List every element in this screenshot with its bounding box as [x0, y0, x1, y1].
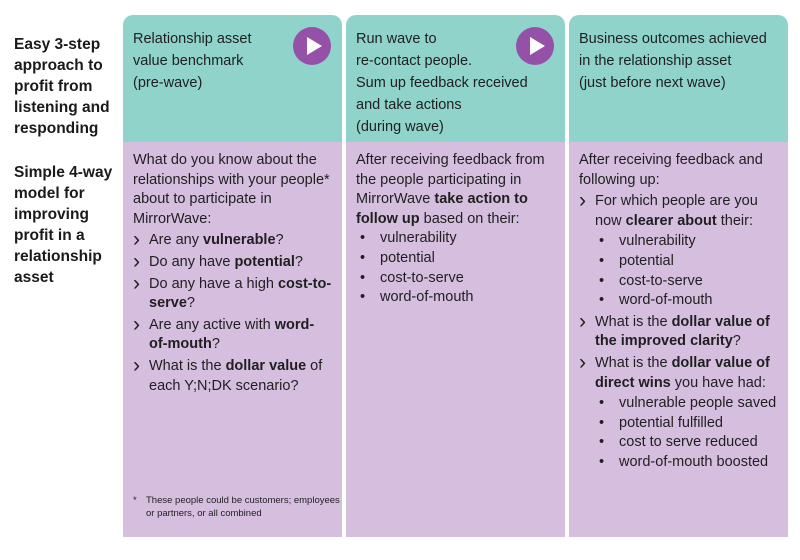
step-column-outcomes: Business outcomes achieved in the relati… [569, 15, 788, 537]
list-item: What is the dollar value of direct wins … [579, 351, 778, 473]
list-item: potential fulfilled [595, 414, 778, 434]
list-item: vulnerable people saved [595, 394, 778, 414]
footnote-text: These people could be customers; employe… [146, 495, 340, 519]
list-item: Are any vulnerable? [133, 228, 332, 252]
step-header-benchmark: Relationship asset value benchmark (pre-… [123, 15, 342, 142]
header-line: re-contact people. [356, 53, 473, 69]
step-column-benchmark: Relationship asset value benchmark (pre-… [123, 15, 342, 537]
list-item: Do any have a high cost-to-serve? [133, 272, 332, 314]
header-line: (just before next wave) [579, 75, 726, 91]
step-body-benchmark: What do you know about the relationships… [123, 142, 342, 537]
list-item: cost-to-serve [356, 269, 555, 289]
intro-text: After receiving feedback from the people… [356, 152, 545, 227]
header-line: Sum up feedback received [356, 75, 528, 91]
header-line: value benchmark [133, 53, 244, 69]
header-line: (pre-wave) [133, 75, 203, 91]
step-column-wave: Run wave to re-contact people. Sum up fe… [346, 15, 565, 537]
list-item: potential [356, 249, 555, 269]
step-header-outcomes: Business outcomes achieved in the relati… [569, 15, 788, 142]
bullet-list: vulnerability potential cost-to-serve wo… [356, 229, 555, 307]
list-item: potential [595, 252, 778, 272]
header-line: Business outcomes achieved [579, 31, 767, 47]
list-item: vulnerability [595, 232, 778, 252]
step-body-outcomes: After receiving feedback and following u… [569, 142, 788, 537]
play-arrow-icon [516, 27, 554, 65]
list-item: word-of-mouth [595, 291, 778, 311]
row-label-model: Simple 4-way model for improving profit … [14, 164, 113, 286]
question-list: Are any vulnerable? Do any have potentia… [133, 228, 332, 396]
list-item: word-of-mouth [356, 288, 555, 308]
header-line: (during wave) [356, 119, 444, 135]
list-item: Do any have potential? [133, 250, 332, 274]
header-line: Relationship asset [133, 31, 252, 47]
step-header-wave: Run wave to re-contact people. Sum up fe… [346, 15, 565, 142]
header-line: Run wave to [356, 31, 437, 47]
bullet-list: vulnerable people saved potential fulfil… [595, 394, 778, 472]
question-list: For which people are you now clearer abo… [579, 189, 778, 473]
header-line: and take actions [356, 97, 462, 113]
list-item: What is the dollar value of the improved… [579, 310, 778, 352]
step-body-wave: After receiving feedback from the people… [346, 142, 565, 537]
list-item: word-of-mouth boosted [595, 453, 778, 473]
footnote-marker: * [133, 495, 137, 506]
play-arrow-icon [293, 27, 331, 65]
footnote: * These people could be customers; emplo… [133, 494, 342, 520]
intro-text: After receiving feedback and following u… [579, 152, 763, 188]
intro-text: What do you know about the relationships… [133, 152, 330, 227]
bullet-list: vulnerability potential cost-to-serve wo… [595, 232, 778, 310]
list-item: vulnerability [356, 229, 555, 249]
row-label-steps: Easy 3-step approach to profit from list… [14, 36, 110, 137]
list-item: Are any active with word-of-mouth? [133, 313, 332, 355]
header-line: in the relationship asset [579, 53, 732, 69]
list-item: cost to serve reduced [595, 433, 778, 453]
list-item: cost-to-serve [595, 272, 778, 292]
list-item: What is the dollar value of each Y;N;DK … [133, 354, 332, 396]
list-item: For which people are you now clearer abo… [579, 189, 778, 311]
